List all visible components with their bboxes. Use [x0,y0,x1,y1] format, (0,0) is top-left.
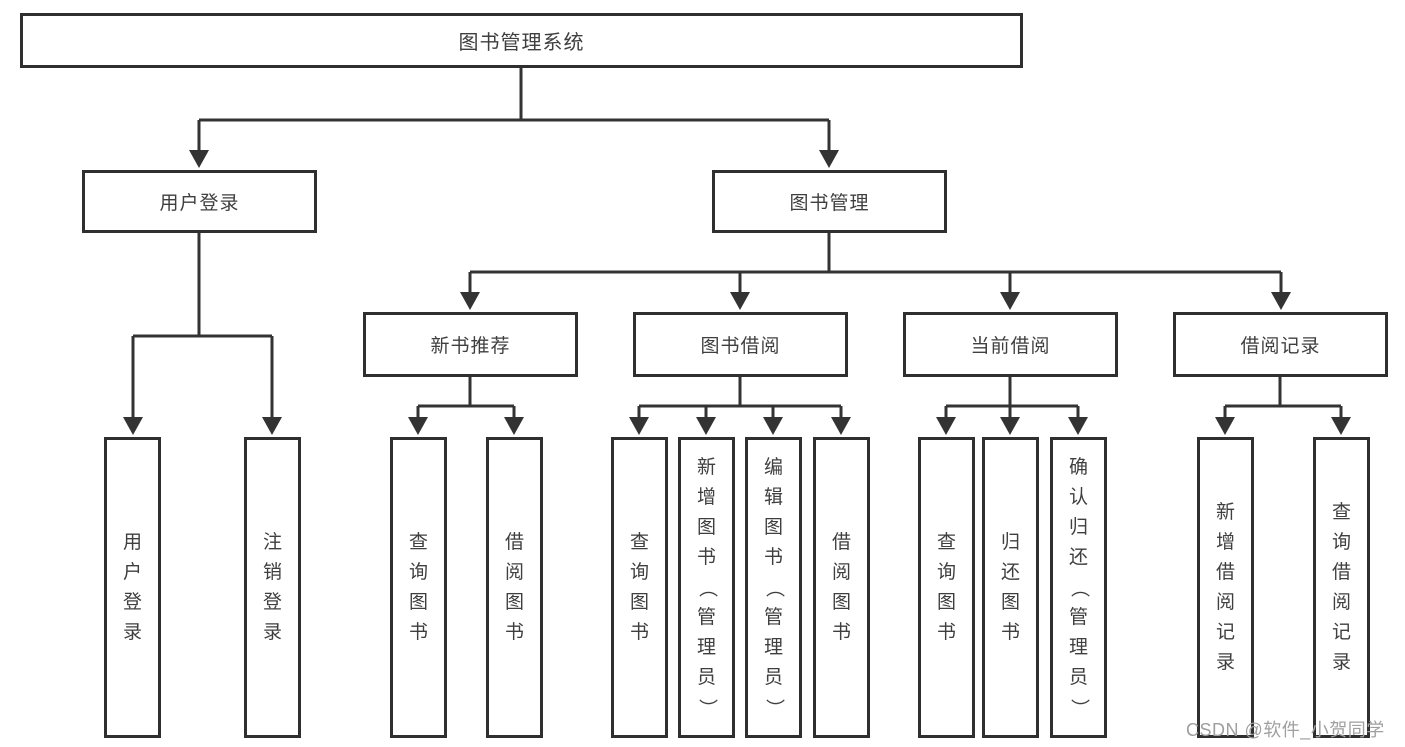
leaf-add-books-admin: 新增图书（管理员） [678,437,735,738]
leaf-query-books-current: 查询图书 [918,437,975,738]
leaf-label: 查询图书 [936,531,956,643]
leaf-label: 借阅图书 [831,531,851,643]
node-new-book-recommend: 新书推荐 [363,312,578,377]
leaf-label: 查询借阅记录 [1331,501,1351,673]
node-book-borrowing: 图书借阅 [633,312,848,377]
leaf-add-borrow-record: 新增借阅记录 [1197,437,1254,738]
node-book-management: 图书管理 [712,170,947,233]
leaf-label: 确认归还（管理员） [1068,456,1090,718]
leaf-query-books-recommend: 查询图书 [390,437,447,738]
leaf-edit-books-admin: 编辑图书（管理员） [745,437,802,738]
csdn-watermark: CSDN @软件_小贺同学 [1186,720,1385,740]
leaf-logout: 注销登录 [244,437,301,738]
leaf-label: 新增借阅记录 [1215,501,1235,673]
leaf-query-books-borrowing: 查询图书 [611,437,668,738]
leaf-label: 新增图书（管理员） [696,456,718,718]
leaf-label: 查询图书 [408,531,428,643]
node-user-login: 用户登录 [82,170,317,233]
node-current-borrowing: 当前借阅 [903,312,1118,377]
leaf-label: 借阅图书 [504,531,524,643]
leaf-borrow-books: 借阅图书 [813,437,870,738]
leaf-label: 查询图书 [629,531,649,643]
node-root-system: 图书管理系统 [20,13,1023,68]
leaf-return-books: 归还图书 [982,437,1039,738]
leaf-confirm-return-admin: 确认归还（管理员） [1050,437,1107,738]
leaf-query-borrow-record: 查询借阅记录 [1313,437,1370,738]
leaf-borrow-books-recommend: 借阅图书 [486,437,543,738]
leaf-label: 归还图书 [1000,531,1020,643]
leaf-label: 用户登录 [122,531,142,643]
leaf-label: 编辑图书（管理员） [763,456,785,718]
leaf-user-login: 用户登录 [104,437,161,738]
node-borrow-records: 借阅记录 [1173,312,1388,377]
leaf-label: 注销登录 [262,531,282,643]
